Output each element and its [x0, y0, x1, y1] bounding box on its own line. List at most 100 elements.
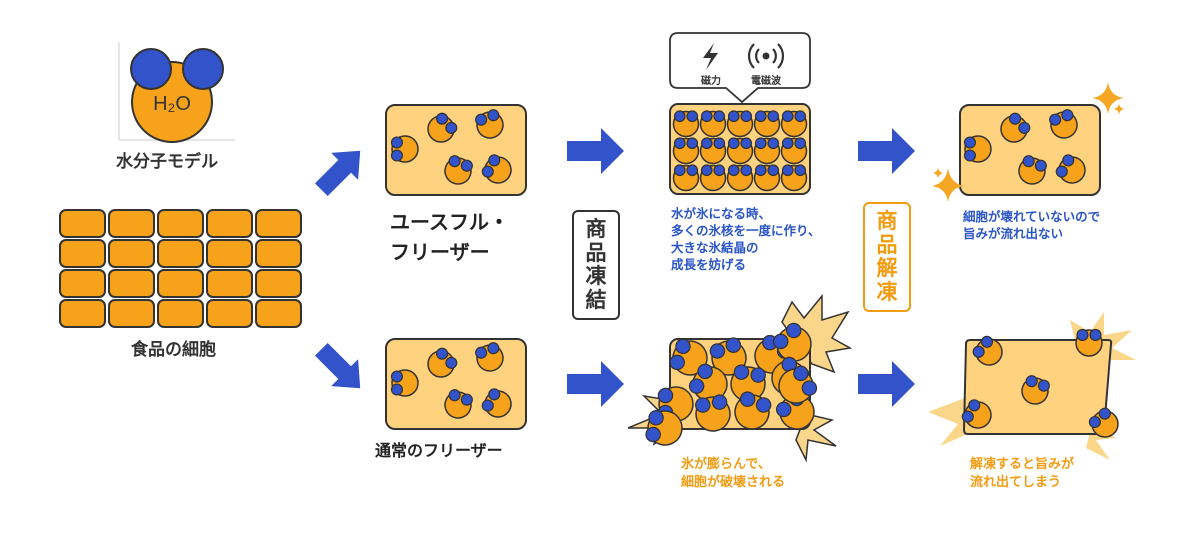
useful-freezer-caption: ユースフル・ フリーザー [390, 207, 509, 267]
badge-magnetic-label: 磁力 [701, 74, 721, 87]
molecule [699, 137, 727, 165]
food-cell [157, 269, 204, 298]
thaw-vertical-label: 商 品 解 凍 [863, 202, 911, 313]
hydrogen-atom [182, 48, 224, 90]
food-cell [108, 239, 155, 268]
cell-useful-fresh [385, 104, 527, 196]
badge-radio-label: 電磁波 [751, 74, 782, 87]
description-line: 氷が膨らんで、 [681, 457, 771, 472]
thaw-label-char: 品 [876, 232, 898, 257]
cell-frozen-useful [669, 103, 811, 195]
molecule [390, 135, 419, 163]
food-cell [59, 209, 106, 238]
description-line: 多くの氷核を一度に作り、 [671, 222, 821, 238]
molecule [475, 109, 504, 139]
arrow-freeze-bottom [567, 361, 624, 407]
description-line: 成長を妨げる [671, 256, 747, 272]
food-cell [157, 209, 204, 238]
radio-wave-icon [747, 43, 785, 69]
thaw-label-char: 凍 [876, 279, 898, 304]
description-line: 大きな氷結晶の [671, 239, 759, 255]
burst-shape [928, 398, 972, 446]
molecule [726, 164, 754, 192]
food-cell [206, 299, 253, 328]
useful-freezer-caption-line2: フリーザー [390, 240, 490, 264]
molecule [1049, 109, 1078, 139]
molecule [444, 389, 473, 419]
molecule [753, 110, 781, 138]
molecule-formula: H₂O [153, 93, 191, 115]
food-cell [108, 269, 155, 298]
thawed-normal-description: 解凍すると旨みが 流れ出てしまう [970, 456, 1074, 491]
molecule [1021, 375, 1050, 405]
molecule [695, 394, 731, 432]
food-cell [108, 209, 155, 238]
molecule [780, 110, 808, 138]
description-line: 水が氷になる時、 [671, 206, 772, 221]
food-cell [255, 269, 302, 298]
molecule [753, 164, 781, 192]
cell-thawed-useful [932, 82, 1124, 202]
arrow-thaw-bottom [858, 361, 915, 407]
description-line: 流れ出てしまう [970, 474, 1062, 490]
normal-freezer-caption: 通常のフリーザー [375, 441, 503, 460]
molecule [734, 391, 772, 430]
molecule [772, 322, 812, 362]
molecule [427, 347, 458, 378]
molecule [1055, 154, 1086, 184]
food-cell [108, 299, 155, 328]
molecule [730, 364, 766, 402]
molecule [780, 164, 808, 192]
molecule [1088, 407, 1119, 438]
thaw-label-char: 商 [876, 209, 898, 233]
molecule [963, 135, 992, 163]
hydrogen-atom [130, 48, 172, 90]
sparkle-icon [932, 82, 1124, 202]
molecule [699, 110, 727, 138]
food-cell-caption: 食品の細胞 [131, 340, 216, 360]
cell-normal-fresh [385, 338, 527, 430]
description-line: 解凍すると旨みが [970, 457, 1075, 472]
food-cell [59, 299, 106, 328]
molecule [1018, 155, 1047, 185]
freeze-label-char: 凍 [585, 264, 607, 289]
food-cell [59, 239, 106, 268]
cell-thawed-normal [928, 312, 1136, 460]
freeze-vertical-label: 商 品 凍 結 [572, 210, 620, 321]
freeze-label-char: 結 [585, 287, 607, 312]
food-cell [255, 209, 302, 238]
description-line: 旨みが流れ出ない [963, 225, 1064, 241]
arrow-thaw-top [858, 128, 915, 174]
burst-shape [1070, 312, 1136, 360]
model-caption: 水分子モデル [116, 152, 218, 172]
food-cell [206, 269, 253, 298]
molecule [961, 399, 992, 429]
food-cell-grid [59, 209, 302, 328]
molecule [672, 137, 700, 165]
molecule [481, 388, 512, 418]
arrow-to-normal-freezer [314, 342, 361, 389]
freeze-label-char: 商 [585, 217, 607, 241]
food-cell [255, 299, 302, 328]
molecule [972, 335, 1003, 366]
food-cell [206, 209, 253, 238]
food-cell [206, 239, 253, 268]
food-cell [157, 299, 204, 328]
molecule [475, 342, 504, 372]
molecule [672, 110, 700, 138]
molecule [1000, 112, 1031, 143]
molecule [699, 164, 727, 192]
burst-shape [781, 293, 853, 374]
badge-callout: 磁力 電磁波 [669, 32, 811, 104]
food-cell [59, 269, 106, 298]
frozen-useful-description: 水が氷になる時、 多くの氷核を一度に作り、 大きな氷結晶の 成長を妨げる [671, 206, 821, 274]
molecule [688, 363, 728, 402]
arrow-freeze-top [567, 128, 624, 174]
cell-frozen-normal [627, 293, 853, 463]
molecule [427, 112, 458, 143]
arrow-to-useful-freezer [314, 150, 361, 197]
molecule [780, 137, 808, 165]
thaw-label-char: 解 [876, 256, 898, 281]
thawed-useful-description: 細胞が壊れていないので 旨みが流れ出ない [963, 209, 1100, 243]
